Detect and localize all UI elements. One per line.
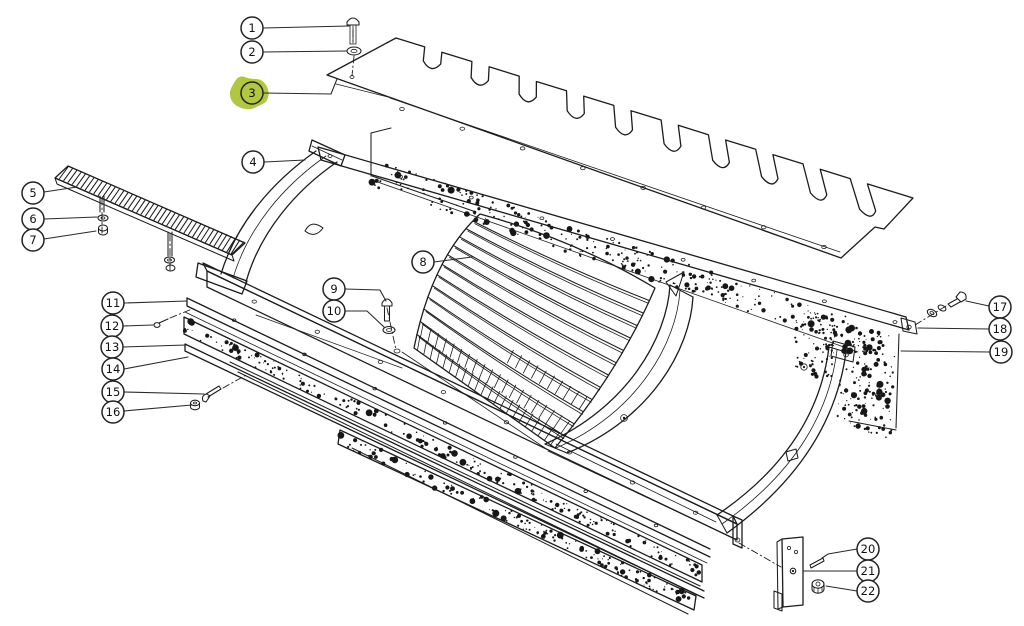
callout-number: 8	[419, 255, 426, 269]
callout-20[interactable]: 20	[821, 537, 880, 561]
callout-10[interactable]: 10	[322, 299, 385, 328]
front-seal-rails	[153, 297, 711, 615]
callout-number: 11	[106, 296, 121, 310]
callout-18[interactable]: 18	[917, 317, 1012, 341]
slotted-top-panel	[326, 37, 914, 259]
callout-number: 1	[248, 21, 255, 35]
callout-12[interactable]: 12	[100, 314, 154, 338]
callout-number: 14	[106, 362, 121, 376]
callout-19[interactable]: 19	[900, 340, 1013, 364]
callout-number: 4	[249, 155, 256, 169]
bolt-washers-right	[914, 291, 967, 326]
callout-5[interactable]: 5	[21, 181, 78, 205]
callout-number: 16	[106, 405, 121, 419]
rear-top-rail	[317, 146, 918, 335]
corner-bracket-assembly	[738, 536, 825, 612]
callout-number: 15	[106, 385, 121, 399]
right-end-frame	[716, 340, 856, 534]
callout-number: 17	[993, 300, 1008, 314]
callout-number: 2	[248, 45, 255, 59]
callout-number: 20	[861, 542, 876, 556]
callout-1[interactable]: 1	[240, 16, 350, 40]
front-bottom-beam	[202, 262, 743, 549]
callout-9[interactable]: 9	[322, 277, 387, 302]
callout-number: 9	[330, 282, 337, 296]
callout-number: 13	[105, 340, 120, 354]
callout-number: 5	[29, 186, 36, 200]
left-end-frame	[195, 139, 346, 295]
callout-number: 10	[327, 304, 342, 318]
callout-4[interactable]: 4	[241, 150, 306, 174]
callout-13[interactable]: 13	[100, 335, 187, 359]
callout-21[interactable]: 21	[803, 559, 880, 583]
trough-floor-lines	[255, 314, 717, 530]
callout-15[interactable]: 15	[101, 380, 205, 404]
callout-number: 7	[29, 233, 36, 247]
callout-number: 6	[29, 212, 36, 226]
callout-8[interactable]: 8	[411, 250, 473, 274]
callout-number: 22	[861, 584, 876, 598]
callout-17[interactable]: 17	[965, 295, 1012, 319]
bolt-and-washer-middle	[381, 298, 401, 354]
callout-11[interactable]: 11	[101, 291, 188, 315]
callout-16[interactable]: 16	[101, 400, 193, 424]
callout-22[interactable]: 22	[825, 579, 880, 603]
callout-7[interactable]: 7	[21, 228, 97, 252]
ribbed-concave-floor	[413, 213, 694, 454]
callout-number: 18	[993, 322, 1008, 336]
callout-number: 12	[105, 319, 120, 333]
callout-6[interactable]: 6	[21, 207, 98, 231]
rasp-bar-assembly	[54, 165, 246, 272]
callout-14[interactable]: 14	[101, 356, 189, 381]
callout-number: 21	[861, 564, 876, 578]
bolt-and-washer-top	[346, 17, 362, 77]
callout-number: 19	[994, 345, 1009, 359]
callout-3[interactable]: 3	[240, 78, 338, 105]
callout-2[interactable]: 2	[240, 40, 348, 64]
callout-number: 3	[248, 86, 255, 100]
